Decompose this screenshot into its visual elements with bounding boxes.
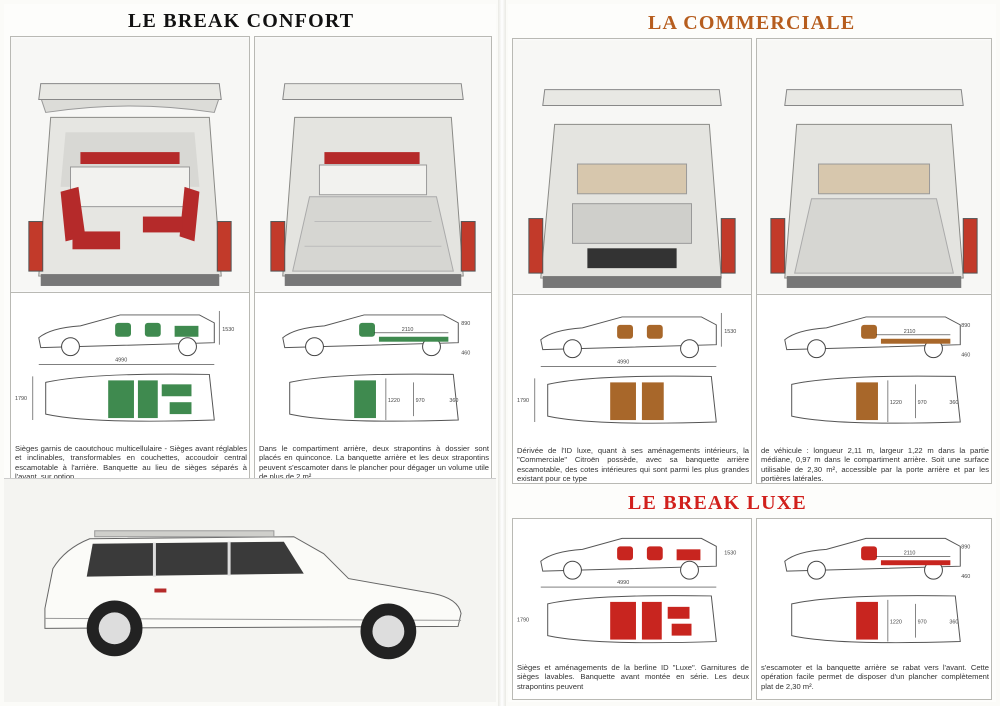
dim-door-label: 360 bbox=[449, 398, 458, 404]
title-commerciale: La Commerciale bbox=[648, 12, 856, 34]
photo-rear-folded bbox=[255, 37, 491, 292]
page-fold bbox=[498, 0, 506, 706]
dim-width-inner-label: 1220 bbox=[890, 620, 902, 626]
title-break-luxe: Le Break Luxe bbox=[628, 492, 807, 514]
dim-width-inner-label: 1220 bbox=[890, 400, 902, 406]
photo-commerciale-flat bbox=[757, 39, 991, 294]
dim-rear-width-label: 970 bbox=[918, 620, 927, 626]
caption-confort-seats: Sièges garnis de caoutchouc multicellula… bbox=[15, 444, 247, 481]
left-page: Le Break Confort bbox=[4, 4, 496, 702]
dim-rear-width-label: 970 bbox=[918, 400, 927, 406]
panel-confort-folded: 2110 890 460 1220 970 360 Dans le compar… bbox=[254, 36, 492, 482]
dim-inner-height-label: 890 bbox=[961, 544, 970, 550]
panel-luxe-b: 2110 890 460 1220 970 360 s'escamoter et… bbox=[756, 518, 992, 700]
diagram-commerciale-a: 1530 4990 1790 bbox=[513, 294, 751, 442]
panel-commerciale-a: 1530 4990 1790 Dérivée de l'ID luxe, qua… bbox=[512, 38, 752, 484]
dim-length-label: 4990 bbox=[617, 360, 629, 366]
caption-commerciale-a: Dérivée de l'ID luxe, quant à ses aménag… bbox=[517, 446, 749, 483]
dim-width-label: 1790 bbox=[15, 396, 27, 402]
diagram-luxe-b: 2110 890 460 1220 970 360 bbox=[757, 519, 991, 659]
dim-height-label: 1530 bbox=[724, 550, 736, 556]
dim-inner-height-label: 890 bbox=[461, 321, 470, 327]
panel-luxe-a: 1530 4990 1790 Sièges et aménagements de… bbox=[512, 518, 752, 700]
dim-door-label: 360 bbox=[949, 400, 958, 406]
caption-commerciale-b: de véhicule : longueur 2,11 m, largeur 1… bbox=[761, 446, 989, 483]
dim-inner-height-label: 890 bbox=[961, 323, 970, 329]
photo-commerciale-rear bbox=[513, 39, 751, 294]
caption-luxe-a: Sièges et aménagements de la berline ID … bbox=[517, 663, 749, 691]
dim-floor-label: 2110 bbox=[402, 327, 414, 333]
right-page: La Commerciale bbox=[508, 4, 996, 702]
dim-height-label: 1530 bbox=[222, 327, 234, 333]
diagram-commerciale-b: 2110 890 460 1220 970 360 bbox=[757, 294, 991, 442]
dim-step-label: 460 bbox=[961, 574, 970, 580]
diagram-confort-b: 2110 890 460 1220 970 360 bbox=[255, 292, 491, 440]
title-break-confort: Le Break Confort bbox=[128, 10, 355, 32]
dim-width-inner-label: 1220 bbox=[388, 398, 400, 404]
panel-commerciale-b: 2110 890 460 1220 970 360 de véhicule : … bbox=[756, 38, 992, 484]
panel-confort-seats: 1530 4990 1790 Sièges garnis de caoutcho… bbox=[10, 36, 250, 482]
dim-step-label: 460 bbox=[961, 353, 970, 359]
photo-rear-seats bbox=[11, 37, 249, 292]
dim-width-label: 1790 bbox=[517, 398, 529, 404]
diagram-luxe-a: 1530 4990 1790 bbox=[513, 519, 751, 659]
dim-height-label: 1530 bbox=[724, 329, 736, 335]
dim-step-label: 460 bbox=[461, 351, 470, 357]
diagram-confort-a: 1530 4990 1790 bbox=[11, 292, 249, 440]
caption-luxe-b: s'escamoter et la banquette arrière se r… bbox=[761, 663, 989, 691]
dim-floor-label: 2110 bbox=[904, 329, 916, 335]
dim-rear-width-label: 970 bbox=[416, 398, 425, 404]
caption-confort-folded: Dans le compartiment arrière, deux strap… bbox=[259, 444, 489, 481]
dim-floor-label: 2110 bbox=[904, 550, 916, 556]
dim-length-label: 4990 bbox=[617, 580, 629, 586]
dim-door-label: 360 bbox=[949, 620, 958, 626]
dim-width-label: 1790 bbox=[517, 618, 529, 624]
photo-break-side bbox=[4, 478, 496, 702]
dim-length-label: 4990 bbox=[115, 358, 127, 364]
